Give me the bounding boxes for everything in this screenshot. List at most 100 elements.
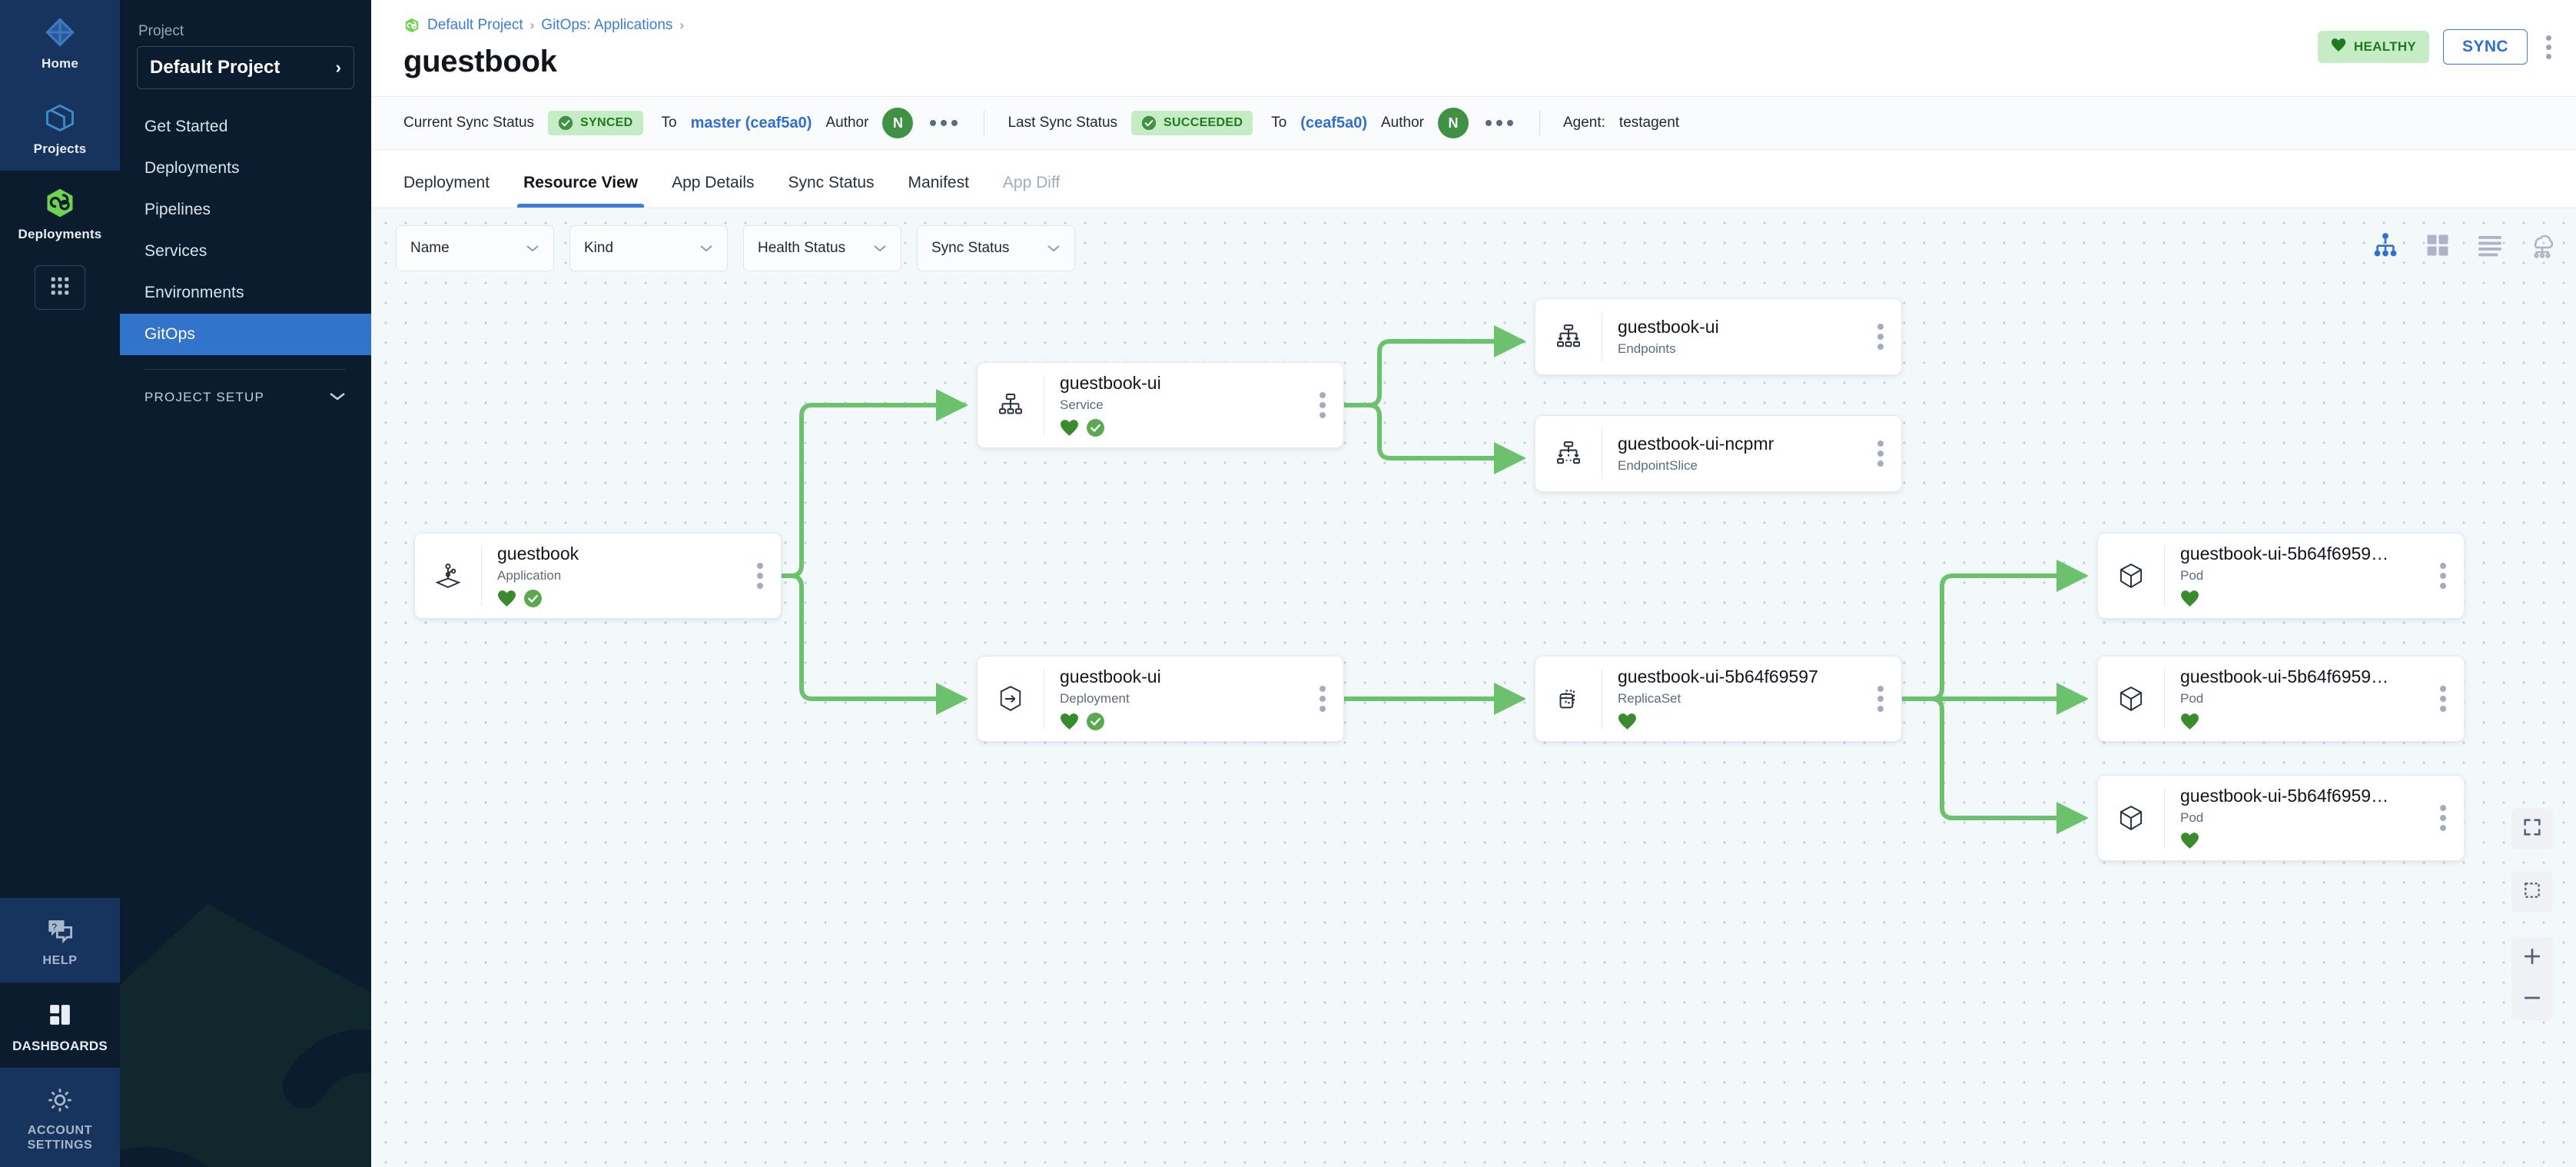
graph-node-endpointslice[interactable]: guestbook-ui-ncpmr EndpointSlice bbox=[1535, 415, 1902, 492]
rail-item-help[interactable]: ? HELP bbox=[0, 898, 120, 983]
sidebar-item-services[interactable]: Services bbox=[144, 242, 207, 260]
graph-node-replicaset[interactable]: guestbook-ui-5b64f69597 ReplicaSet bbox=[1535, 656, 1902, 742]
graph-node-pod-2[interactable]: guestbook-ui-5b64f6959… Pod bbox=[2097, 656, 2465, 742]
service-icon bbox=[978, 389, 1044, 421]
app-grid-button[interactable] bbox=[35, 265, 85, 311]
graph-node-application[interactable]: guestbook Application bbox=[414, 533, 782, 619]
rail-item-account-settings[interactable]: ACCOUNT SETTINGS bbox=[0, 1068, 120, 1167]
check-circle-icon bbox=[1141, 115, 1157, 131]
project-setup-section[interactable]: PROJECT SETUP bbox=[137, 370, 354, 405]
node-kind: Deployment bbox=[1060, 691, 1130, 707]
node-menu-button[interactable] bbox=[1860, 436, 1901, 471]
node-menu-button[interactable] bbox=[1302, 681, 1343, 716]
harness-hex-icon bbox=[403, 17, 420, 34]
view-toggle-group bbox=[2372, 231, 2556, 259]
fullscreen-button[interactable] bbox=[2511, 808, 2553, 849]
node-menu-button[interactable] bbox=[1860, 319, 1901, 354]
sync-button[interactable]: SYNC bbox=[2443, 29, 2528, 65]
tree-view-icon[interactable] bbox=[2372, 231, 2399, 259]
node-name: guestbook-ui bbox=[1060, 372, 1161, 393]
rail-item-dashboards[interactable]: DASHBOARDS bbox=[0, 982, 120, 1069]
filter-name-label: Name bbox=[410, 240, 450, 256]
node-status-icons bbox=[2180, 830, 2422, 850]
rail-item-deployments[interactable]: Deployments bbox=[0, 171, 120, 257]
rail-bottom-group: ? HELP DASHBOARDS ACCOUNT SETTINGS bbox=[0, 898, 120, 1167]
gear-icon bbox=[43, 1083, 77, 1117]
node-body: guestbook-ui Service bbox=[1044, 373, 1302, 438]
heart-icon bbox=[1061, 420, 1078, 436]
filter-name[interactable]: Name bbox=[396, 225, 554, 271]
resource-graph-canvas[interactable]: Name Kind Health Status bbox=[371, 208, 2576, 1167]
breadcrumb-gitops-applications[interactable]: GitOps: Applications bbox=[541, 17, 673, 33]
node-menu-button[interactable] bbox=[2422, 558, 2464, 593]
sidebar-item-get-started[interactable]: Get Started bbox=[144, 118, 228, 135]
filter-sync-status[interactable]: Sync Status bbox=[917, 225, 1075, 271]
zoom-out-button[interactable] bbox=[2511, 979, 2553, 1020]
node-name: guestbook bbox=[497, 543, 579, 564]
tab-sync-status[interactable]: Sync Status bbox=[788, 174, 875, 191]
breadcrumb-separator-2: › bbox=[679, 18, 685, 32]
status-badge-health-label: HEALTHY bbox=[2353, 39, 2417, 54]
breadcrumb: Default Project › GitOps: Applications › bbox=[403, 17, 2550, 34]
graph-node-endpoints[interactable]: guestbook-ui Endpoints bbox=[1535, 298, 1902, 375]
graph-node-service[interactable]: guestbook-ui Service bbox=[977, 362, 1344, 448]
node-body: guestbook-ui-5b64f69597 ReplicaSet bbox=[1602, 667, 1860, 732]
tab-manifest[interactable]: Manifest bbox=[908, 174, 969, 191]
tab-app-details[interactable]: App Details bbox=[672, 174, 755, 191]
network-view-icon[interactable] bbox=[2528, 231, 2556, 259]
node-status-icons bbox=[2180, 711, 2422, 731]
rail-item-projects[interactable]: Projects bbox=[0, 85, 120, 171]
grid-view-icon[interactable] bbox=[2424, 231, 2452, 259]
node-status-icons bbox=[1060, 417, 1302, 437]
sidebar-divider bbox=[144, 369, 347, 370]
zoom-in-icon bbox=[2521, 945, 2544, 972]
node-menu-button[interactable] bbox=[739, 558, 781, 593]
project-sidebar: Project Default Project › Get Started De… bbox=[120, 0, 371, 1167]
app-grid-icon bbox=[48, 274, 71, 301]
select-box-button[interactable] bbox=[2511, 871, 2553, 913]
endpointslice-icon bbox=[1535, 437, 1602, 470]
current-sync-revision-link[interactable]: master (ceaf5a0) bbox=[690, 114, 812, 131]
node-name: guestbook-ui-ncpmr bbox=[1618, 433, 1774, 454]
last-sync-revision-link[interactable]: (ceaf5a0) bbox=[1300, 114, 1367, 131]
node-menu-button[interactable] bbox=[1302, 387, 1343, 423]
zoom-out-icon bbox=[2521, 986, 2544, 1013]
more-vertical-icon[interactable] bbox=[2541, 31, 2556, 64]
filter-kind[interactable]: Kind bbox=[569, 225, 728, 271]
node-menu-button[interactable] bbox=[2422, 800, 2464, 836]
status-badge-health: HEALTHY bbox=[2317, 31, 2430, 63]
tab-resource-view[interactable]: Resource View bbox=[506, 150, 655, 208]
zoom-in-button[interactable] bbox=[2511, 937, 2553, 979]
list-view-icon[interactable] bbox=[2476, 231, 2504, 259]
last-author-more-icon[interactable] bbox=[1482, 114, 1516, 132]
filter-health-status[interactable]: Health Status bbox=[743, 225, 901, 271]
node-name: guestbook-ui-5b64f6959… bbox=[2180, 543, 2389, 564]
graph-node-pod-1[interactable]: guestbook-ui-5b64f6959… Pod bbox=[2097, 533, 2465, 619]
sidebar-item-environments[interactable]: Environments bbox=[144, 284, 244, 301]
node-menu-button[interactable] bbox=[1860, 681, 1901, 716]
sidebar-item-gitops[interactable]: GitOps bbox=[120, 314, 371, 355]
chevron-down-icon bbox=[1047, 242, 1061, 255]
filter-health-status-label: Health Status bbox=[758, 240, 846, 256]
svg-text:?: ? bbox=[51, 922, 57, 933]
sidebar-item-pipelines[interactable]: Pipelines bbox=[144, 201, 211, 218]
breadcrumb-default-project[interactable]: Default Project bbox=[427, 17, 523, 33]
sidebar-nav: Get Started Deployments Pipelines Servic… bbox=[120, 106, 371, 355]
graph-node-pod-3[interactable]: guestbook-ui-5b64f6959… Pod bbox=[2097, 775, 2465, 861]
last-author-label: Author bbox=[1381, 115, 1424, 131]
graph-node-deployment[interactable]: guestbook-ui Deployment bbox=[977, 656, 1344, 742]
chevron-down-icon bbox=[328, 391, 347, 405]
sidebar-item-deployments[interactable]: Deployments bbox=[144, 159, 240, 177]
node-menu-button[interactable] bbox=[2422, 681, 2464, 716]
node-body: guestbook-ui-5b64f6959… Pod bbox=[2165, 544, 2422, 609]
current-author-more-icon[interactable] bbox=[927, 114, 961, 132]
rail-item-account-settings-label: ACCOUNT SETTINGS bbox=[27, 1124, 93, 1152]
current-author-label: Author bbox=[825, 115, 869, 131]
pod-icon bbox=[2098, 560, 2164, 592]
project-selector[interactable]: Default Project › bbox=[137, 46, 354, 89]
chevron-down-icon bbox=[873, 242, 887, 255]
rail-item-home[interactable]: Home bbox=[0, 0, 120, 86]
page-title: guestbook bbox=[403, 45, 557, 78]
tab-deployment[interactable]: Deployment bbox=[403, 174, 490, 191]
select-box-icon bbox=[2522, 880, 2542, 904]
